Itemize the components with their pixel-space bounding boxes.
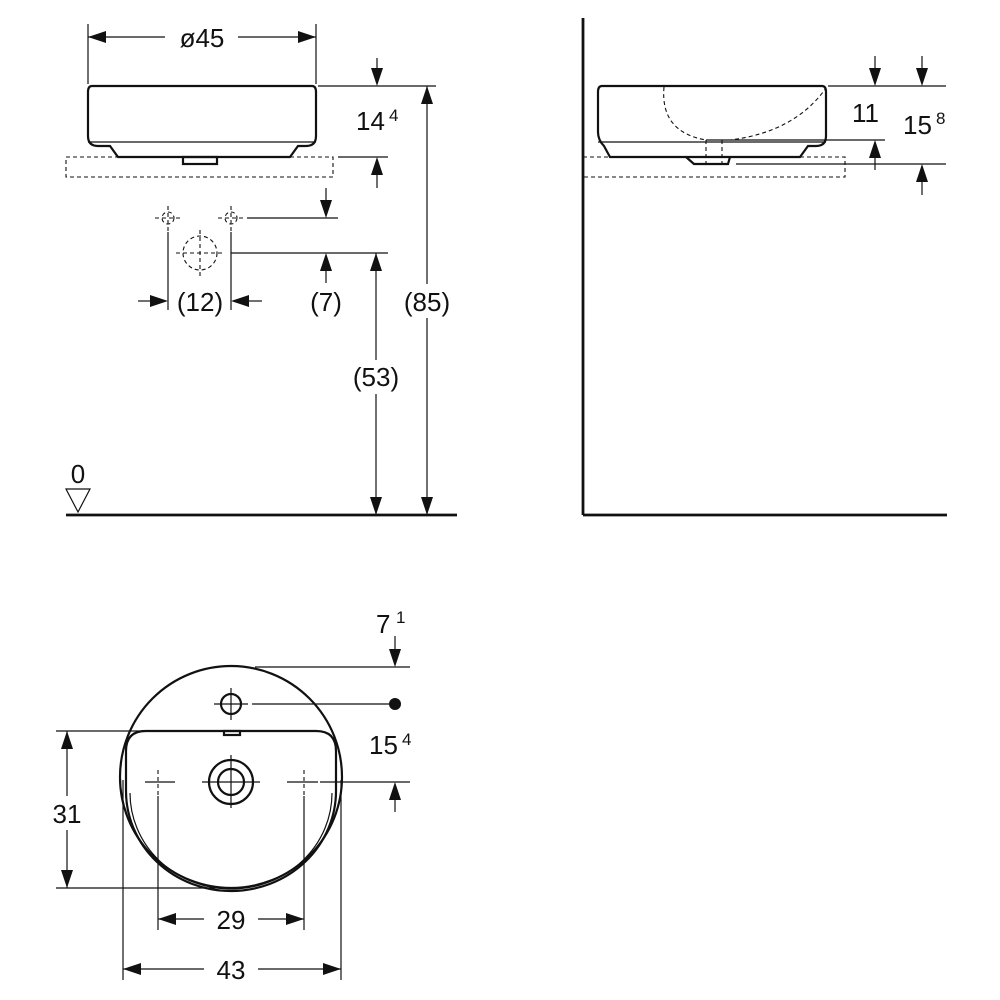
front-height-label-sup: 4 (389, 106, 398, 125)
top-view: 7 1 15 4 31 29 43 (47, 608, 411, 985)
top-inner-width-arrow-right (286, 913, 304, 925)
front-basin-outline (86, 84, 318, 159)
side-bowl-inner-dashed (663, 86, 827, 141)
top-inner-width-label: 29 (217, 905, 246, 935)
side-total-depth-label: 15 (903, 110, 932, 140)
top-basin-inner-bowl-edge (129, 792, 333, 890)
top-tap-offset-label: 7 (376, 609, 390, 639)
top-depth-arrow-bottom (61, 870, 73, 888)
side-drain-stub (685, 156, 732, 166)
front-drain-height-label: (53) (353, 362, 399, 392)
front-countertop (65, 156, 334, 178)
front-diameter-arrow-right (298, 31, 316, 43)
front-level-label: 0 (71, 459, 85, 489)
top-depth-label: 31 (53, 799, 82, 829)
front-tap-arrow-down (320, 200, 332, 218)
front-height-label: 14 (356, 106, 385, 136)
front-view: ø45 14 4 (65, 23, 457, 517)
front-drain-offset-label: (7) (310, 287, 342, 317)
front-tap-spacing-arrow-left (150, 295, 168, 307)
front-height-arrow-top (371, 68, 383, 86)
top-depth-label-bg (47, 796, 87, 830)
top-overflow-offset-arrow (389, 782, 401, 800)
top-depth-arrow-top (61, 731, 73, 749)
front-diameter-label: ø45 (180, 23, 225, 53)
side-view: 11 15 8 (581, 18, 947, 517)
top-crosshair-right (287, 770, 318, 795)
front-drain-height-arrow-top (370, 253, 382, 271)
top-tap-offset-label-sup: 1 (396, 608, 405, 627)
front-drain-arrow-up-small (320, 253, 332, 271)
front-drain-symbol (176, 230, 224, 276)
side-bowl-depth-label: 11 (852, 98, 879, 128)
front-drain-stub (181, 155, 219, 166)
front-drain-height-arrow-bottom (370, 497, 382, 515)
front-tap-hole-right (218, 206, 244, 231)
side-bowl-depth-arrow-top (869, 68, 881, 86)
side-basin-outline (596, 84, 828, 159)
front-tap-spacing-label: (12) (177, 287, 223, 317)
front-height-arrow-bottom (371, 157, 383, 175)
top-crosshair-left (145, 770, 175, 795)
top-tap-offset-arrow (389, 649, 401, 667)
top-tap-hole (214, 688, 248, 720)
front-total-height-arrow-bottom (421, 497, 433, 515)
top-overflow-slot (222, 729, 242, 737)
top-overflow-offset-label: 15 (369, 730, 398, 760)
top-basin-outer-circle (118, 664, 344, 890)
front-total-height-label: (85) (404, 287, 450, 317)
side-bowl-depth-arrow-bottom (869, 140, 881, 158)
top-outer-width-arrow-left (123, 963, 141, 975)
top-tap-dot (389, 698, 401, 710)
front-total-height-label-bg (399, 284, 455, 318)
top-basin-inner-bowl (124, 729, 338, 893)
top-inner-width-arrow-left (158, 913, 176, 925)
front-total-height-arrow-top (421, 86, 433, 104)
front-diameter-arrow-left (88, 31, 106, 43)
side-total-depth-arrow-bottom (916, 164, 928, 182)
top-overflow-offset-label-sup: 4 (402, 730, 411, 749)
top-drain (202, 755, 260, 808)
top-outer-width-label: 43 (217, 955, 246, 985)
front-tap-hole-left (155, 206, 181, 231)
side-total-depth-arrow-top (916, 68, 928, 86)
front-drain-height-label-bg (348, 360, 404, 394)
side-countertop (582, 156, 846, 178)
top-outer-width-arrow-right (323, 963, 341, 975)
side-total-depth-label-sup: 8 (936, 109, 945, 128)
front-tap-spacing-arrow-right (231, 295, 249, 307)
front-level-marker (65, 488, 91, 514)
